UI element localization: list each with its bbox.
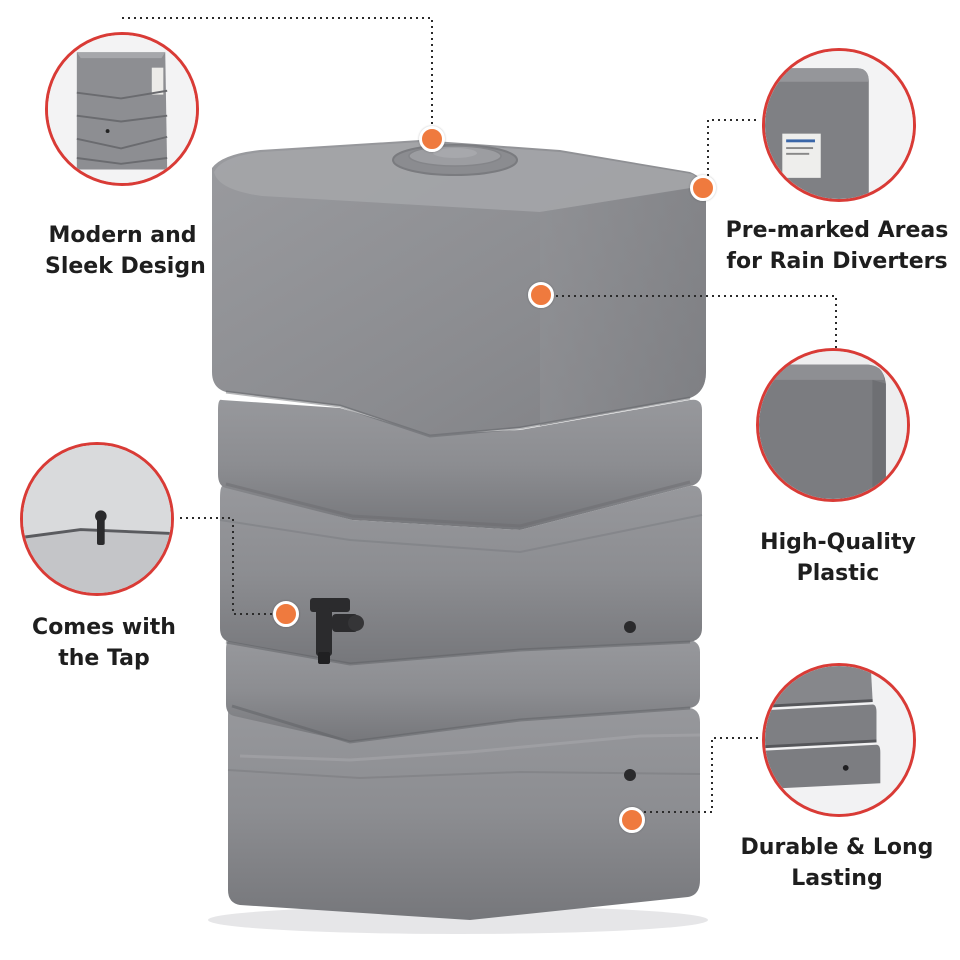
marker-dot-lid[interactable] [419, 126, 445, 152]
tank-band-2 [218, 399, 702, 530]
feature-label-tap: Comes with the Tap [28, 612, 180, 674]
detail-circle-tap [20, 442, 174, 596]
feature-label-line: Modern and [48, 223, 197, 248]
tank-band-bottom [228, 704, 700, 920]
feature-label-line: Sleek Design [45, 254, 206, 279]
feature-label-line: Comes with [32, 615, 176, 640]
feature-label-line: Durable & Long [740, 835, 934, 860]
feature-label-durable: Durable & Long Lasting [740, 832, 934, 894]
feature-label-plastic: High-Quality Plastic [750, 527, 926, 589]
marker-dot-tap[interactable] [273, 601, 299, 627]
plug-icon [624, 621, 636, 633]
tank-band-4 [226, 640, 700, 742]
marker-dot-plastic[interactable] [528, 282, 554, 308]
detail-circle-diverters [762, 48, 916, 202]
marker-dot-diverter[interactable] [690, 175, 716, 201]
leader-lines [122, 17, 837, 813]
ground-shadow [208, 906, 708, 934]
detail-circle-plastic [756, 348, 910, 502]
feature-label-line: for Rain Diverters [726, 249, 948, 274]
marker-dot-durable[interactable] [619, 807, 645, 833]
feature-label-line: the Tap [58, 646, 150, 671]
feature-label-design: Modern and Sleek Design [45, 220, 206, 282]
feature-label-line: Lasting [791, 866, 883, 891]
feature-label-diverters: Pre-marked Areas for Rain Diverters [722, 215, 952, 277]
detail-circle-design [45, 32, 199, 186]
feature-label-line: High-Quality [760, 530, 916, 555]
plug-icon [624, 769, 636, 781]
feature-label-line: Pre-marked Areas [725, 218, 949, 243]
tap-icon [310, 598, 364, 664]
detail-circle-durable [762, 663, 916, 817]
feature-label-line: Plastic [796, 561, 880, 586]
